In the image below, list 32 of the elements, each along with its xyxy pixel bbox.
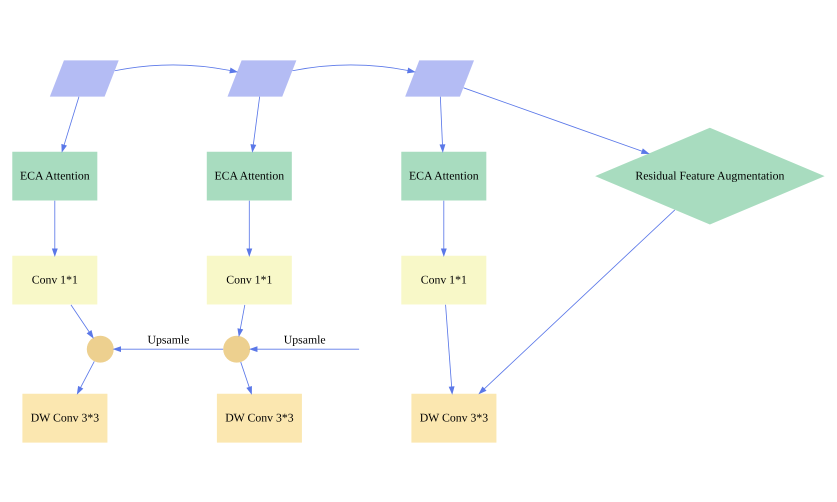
arrow (478, 208, 676, 394)
arrow (70, 304, 94, 338)
node-box: ECA Attention (12, 151, 98, 200)
arrow (445, 304, 455, 394)
node-box: Conv 1*1 (12, 255, 98, 304)
node-circle (86, 335, 114, 362)
arrow (250, 96, 260, 152)
node-box: Conv 1*1 (401, 255, 486, 304)
node-box: DW Conv 3*3 (22, 393, 108, 442)
arrow (463, 86, 650, 154)
arrow (112, 346, 224, 352)
edge-label: Upsamle (284, 332, 326, 346)
arrow (292, 64, 416, 73)
arrow (76, 360, 95, 394)
node-diamond: Residual Feature Augmentation (595, 127, 825, 224)
node-box: ECA Attention (206, 151, 292, 200)
node-parallelogram (50, 60, 119, 96)
edge-label: Upsamle (148, 332, 190, 346)
node-box: DW Conv 3*3 (216, 393, 302, 442)
arrow (237, 304, 246, 337)
arrow (61, 96, 80, 152)
node-box: Conv 1*1 (206, 255, 292, 304)
node-box: ECA Attention (401, 151, 486, 200)
node-circle (223, 335, 250, 362)
arrow (249, 346, 360, 352)
arrow (440, 96, 446, 152)
arrow (52, 200, 58, 256)
arrow (114, 64, 238, 73)
arrow (246, 200, 252, 256)
arrow (240, 361, 252, 394)
arrow (440, 200, 447, 256)
node-box: DW Conv 3*3 (411, 393, 496, 442)
